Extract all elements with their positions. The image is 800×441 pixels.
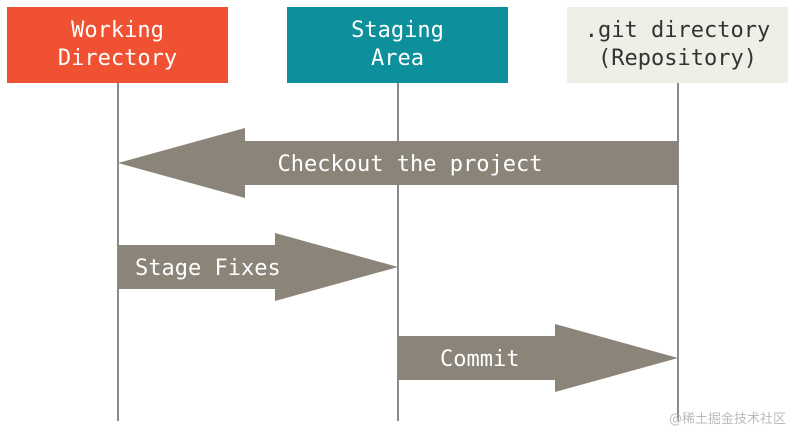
- stage-fixes-arrow-label: Stage Fixes: [135, 256, 281, 281]
- watermark-text: @稀土掘金技术社区: [668, 412, 786, 427]
- commit-arrow-shape: [398, 324, 678, 392]
- checkout-arrow-label: Checkout the project: [278, 152, 543, 177]
- working-directory-box: Working Directory: [7, 7, 228, 83]
- repository-lifeline: [677, 83, 679, 421]
- checkout-arrow-shape: [118, 128, 678, 198]
- commit-arrow: Commit: [398, 324, 678, 392]
- checkout-arrow: Checkout the project: [118, 128, 678, 198]
- repository-box: .git directory (Repository): [567, 7, 788, 83]
- commit-arrow-label: Commit: [440, 347, 519, 372]
- stage-fixes-arrow-shape: [118, 233, 398, 301]
- staging-area-lifeline: [397, 83, 399, 421]
- staging-area-box: Staging Area: [287, 7, 508, 83]
- stage-fixes-arrow: Stage Fixes: [118, 233, 398, 301]
